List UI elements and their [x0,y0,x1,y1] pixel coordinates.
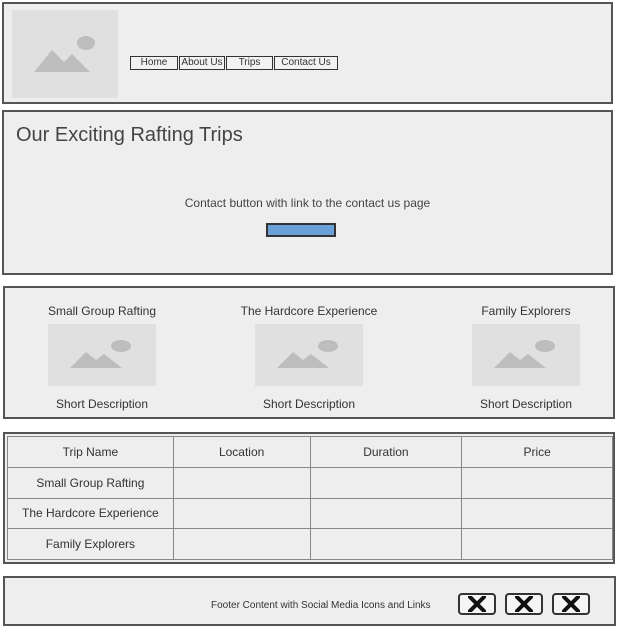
table-row: Family Explorers [7,528,613,560]
table-cell [172,528,311,560]
column-header: Location [172,436,311,468]
social-link-close-x-icon[interactable] [552,593,590,615]
trip-card: Family Explorers Short Description [451,288,601,418]
trip-card: Small Group Rafting Short Description [27,288,177,418]
site-footer: Footer Content with Social Media Icons a… [3,576,616,626]
table-cell [461,528,613,560]
hero-description: Contact button with link to the contact … [184,196,431,210]
trip-image-placeholder-icon [48,324,156,386]
trip-card-title: Family Explorers [481,304,571,318]
trip-card-title: The Hardcore Experience [240,304,378,318]
table-cell [461,466,613,499]
nav-trips-link[interactable]: Trips [226,56,273,70]
table-cell [172,497,311,530]
column-header: Price [461,436,613,468]
trips-table-section: Trip Name Location Duration Price Small … [3,432,615,564]
main-nav: Home About Us Trips Contact Us [130,56,339,70]
hero-section: Our Exciting Rafting Trips Contact butto… [2,110,613,275]
page-title: Our Exciting Rafting Trips [16,124,243,146]
table-cell [309,528,463,560]
logo-image-placeholder-icon [12,10,118,98]
table-row: The Hardcore Experience [7,497,613,530]
trip-card-description: Short Description [262,397,356,411]
nav-about-link[interactable]: About Us [179,56,225,70]
trip-card-description: Short Description [479,397,573,411]
footer-text: Footer Content with Social Media Icons a… [211,600,431,611]
table-cell: Family Explorers [7,528,174,560]
table-cell [172,466,311,499]
trip-card-title: Small Group Rafting [47,304,157,318]
social-link-close-x-icon[interactable] [458,593,496,615]
trip-image-placeholder-icon [255,324,363,386]
column-header: Trip Name [7,436,174,468]
table-cell [309,466,463,499]
contact-button[interactable] [266,223,336,237]
table-cell: Small Group Rafting [7,466,174,499]
table-header-row: Trip Name Location Duration Price [7,436,613,468]
table-cell [309,497,463,530]
table-cell [461,497,613,530]
nav-contact-link[interactable]: Contact Us [274,56,338,70]
trips-cards-section: Small Group Rafting Short Description Th… [3,286,615,419]
trip-image-placeholder-icon [472,324,580,386]
trips-table: Trip Name Location Duration Price Small … [7,436,613,560]
nav-home-link[interactable]: Home [130,56,178,70]
social-link-close-x-icon[interactable] [505,593,543,615]
table-cell: The Hardcore Experience [7,497,174,530]
column-header: Duration [309,436,463,468]
site-header: Home About Us Trips Contact Us [2,2,613,104]
table-row: Small Group Rafting [7,466,613,499]
trip-card-description: Short Description [55,397,149,411]
trip-card: The Hardcore Experience Short Descriptio… [234,288,384,418]
